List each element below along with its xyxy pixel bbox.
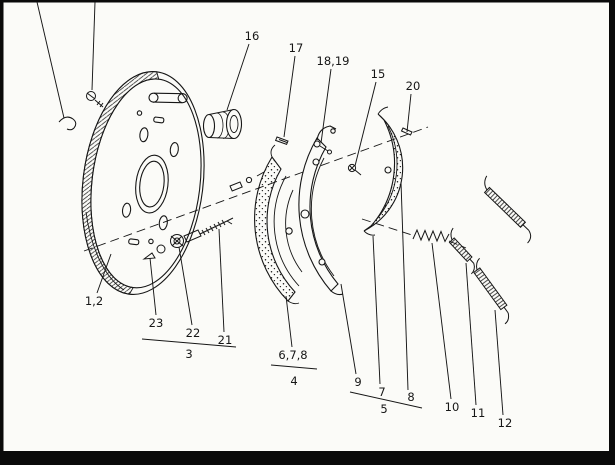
spring-clip — [58, 116, 77, 131]
bracket-group-4 — [270, 364, 318, 370]
backing-plate — [81, 71, 205, 295]
return-spring-lower — [473, 257, 510, 325]
plate-hub-hole-inner — [139, 160, 165, 208]
plate-hub-hole — [135, 154, 169, 214]
front-shoe-rim — [273, 175, 300, 287]
brake-shoe-web — [298, 125, 344, 296]
part-label-17: 17 — [289, 41, 304, 55]
frame-right — [609, 0, 615, 465]
part-label-8: 8 — [407, 390, 414, 404]
frame-top — [0, 0, 615, 3]
plate-inner-edge — [90, 78, 202, 289]
return-spring-upper — [483, 175, 532, 244]
adjuster-body — [183, 229, 202, 243]
part-label-22: 22 — [186, 326, 201, 340]
mount-slot-line — [152, 101, 183, 104]
web-hole — [312, 158, 320, 166]
front-shoe-hole — [285, 227, 293, 235]
frame-bottom — [0, 451, 615, 465]
part-label-1-2: 1,2 — [85, 294, 103, 308]
adjuster-star-wheel-hub — [173, 237, 181, 245]
plate-slot — [128, 238, 140, 246]
web-bottom-hook — [330, 290, 344, 296]
brake-shoe-rear — [363, 106, 404, 236]
brake-shoe-front — [254, 144, 303, 305]
return-spring-mid — [448, 227, 475, 275]
mount-slot-line — [154, 92, 184, 95]
plate-bolt-hole — [158, 215, 168, 231]
plate-small-hole — [136, 110, 143, 116]
part-label-21: 21 — [218, 333, 233, 347]
axis-hardware — [229, 171, 265, 192]
adjuster-assembly — [142, 217, 234, 260]
retaining-screw — [86, 91, 104, 108]
pin-17 — [274, 136, 289, 146]
leader-lines — [96, 43, 504, 416]
adjuster-seat — [156, 244, 166, 254]
bolt-15 — [347, 163, 362, 176]
part-label-10: 10 — [445, 400, 460, 414]
rear-shoe-rim — [375, 125, 398, 221]
plate-small-hole — [148, 238, 154, 245]
group-brackets — [141, 338, 423, 409]
bracket-group-5 — [349, 391, 423, 409]
pin-20 — [400, 127, 413, 136]
part-label-18-19: 18,19 — [317, 54, 350, 68]
pivot-pin-18-19 — [313, 140, 332, 155]
plate-flange-depth-line — [85, 211, 125, 291]
part-label-4: 4 — [290, 374, 297, 388]
part-label-6-7-8: 6,7,8 — [278, 348, 307, 362]
bracket-group-3 — [141, 338, 237, 348]
rear-shoe-hole — [384, 166, 392, 174]
part-label-20: 20 — [406, 79, 421, 93]
adjuster-spring-zigzag — [412, 228, 450, 243]
frame-left — [0, 0, 4, 465]
web-hole — [318, 258, 326, 266]
part-label-23: 23 — [149, 316, 164, 330]
adjuster-fork-end — [226, 217, 234, 225]
cylinder-mount-hole — [148, 92, 159, 103]
web-hole — [300, 209, 310, 219]
rear-shoe-lining — [363, 113, 404, 232]
part-label-15: 15 — [371, 67, 386, 81]
part-label-16: 16 — [245, 29, 260, 43]
cutoff-leader-stubs — [36, 1, 96, 119]
wheel-cylinder — [202, 108, 243, 140]
part-label-11: 11 — [471, 406, 486, 420]
plate-outer-edge — [81, 71, 205, 295]
adjuster-star-wheel — [170, 234, 184, 248]
web-top-hook — [316, 125, 337, 141]
web-lever-edge — [310, 157, 335, 277]
web-plate — [298, 137, 339, 292]
part-label-7: 7 — [378, 385, 385, 399]
plate-bolt-hole — [139, 127, 149, 143]
part-label-5: 5 — [380, 402, 387, 416]
part-label-3: 3 — [185, 347, 192, 361]
part-label-12: 12 — [498, 416, 513, 430]
plate-bolt-hole — [121, 202, 132, 218]
plate-slot — [153, 116, 165, 124]
adjuster-threaded-rod — [199, 220, 228, 235]
adjuster-cone — [142, 252, 156, 260]
plate-bolt-hole — [169, 142, 179, 158]
part-label-9: 9 — [354, 375, 361, 389]
